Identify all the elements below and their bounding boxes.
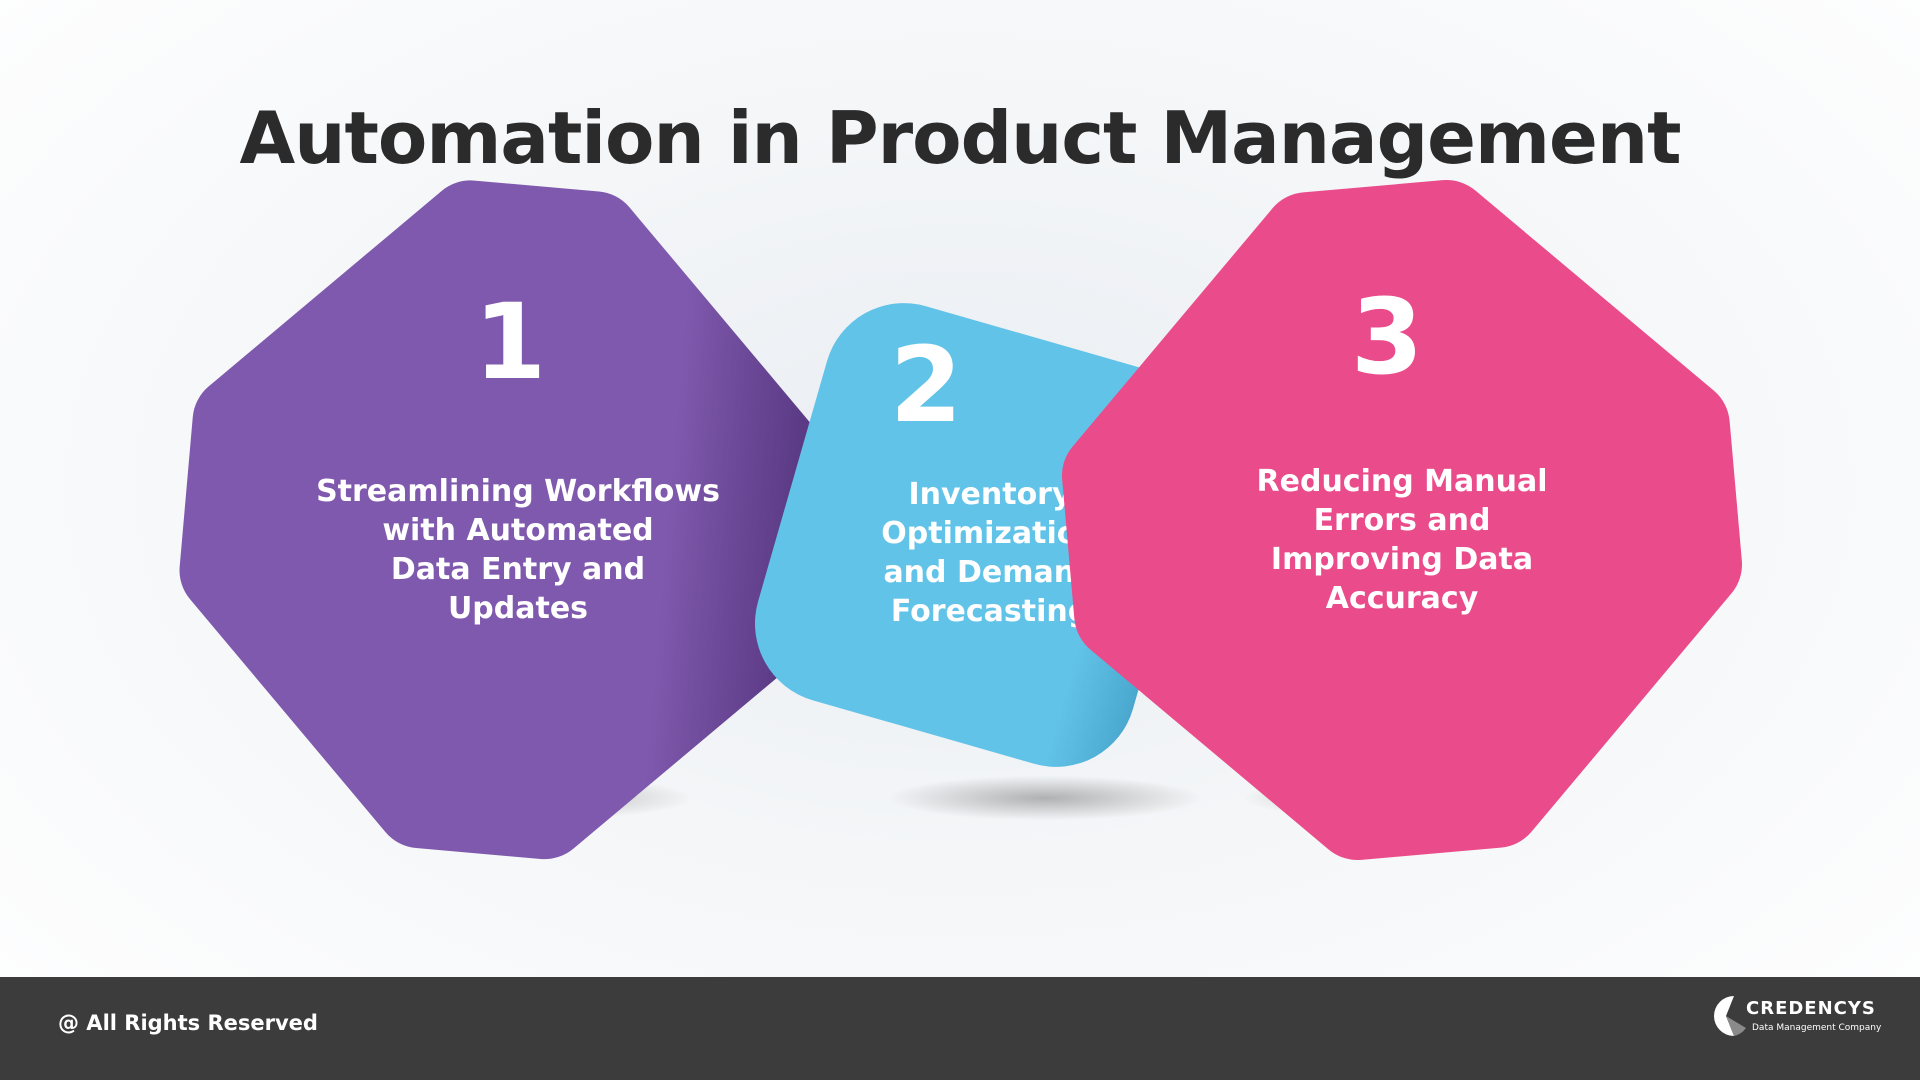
card-2-shadow [890,776,1200,820]
step-3-line-1: Reducing Manual [1256,464,1548,499]
footer-bar: @ All Rights Reserved CREDENCYS Data Man… [0,977,1920,1080]
step-card-1: 1 Streamlining Workflows with Automated … [179,180,841,860]
step-2-number: 2 [889,324,963,446]
step-1-text: Streamlining Workflows with Automated Da… [238,472,798,628]
step-3-number: 3 [1350,276,1424,398]
step-3-text: Reducing Manual Errors and Improving Dat… [1112,462,1692,618]
step-2-line-1: Inventory [908,477,1072,512]
logo-tagline: Data Management Company [1752,1023,1882,1033]
step-3-line-4: Accuracy [1325,581,1479,616]
step-card-1-shape [179,180,841,860]
step-1-number: 1 [473,281,547,403]
footer-rights-text: @ All Rights Reserved [58,1011,318,1035]
page-title: Automation in Product Management [239,96,1681,180]
step-1-line-3: Data Entry and [390,552,646,587]
credencys-logo-icon [1714,996,1746,1036]
step-2-line-3: and Demand [883,555,1097,590]
step-2-line-2: Optimization [881,516,1099,551]
step-card-3-path [1062,180,1742,860]
step-3-line-3: Improving Data [1270,542,1534,577]
logo-name: CREDENCYS [1746,998,1876,1019]
step-2-text: Inventory Optimization and Demand Foreca… [750,475,1230,631]
step-3-line-2: Errors and [1313,503,1491,538]
step-1-line-2: with Automated [382,513,654,548]
step-card-3: 3 Reducing Manual Errors and Improving D… [1062,180,1742,860]
step-2-line-4: Forecasting [890,594,1090,629]
step-card-1-path [179,180,841,860]
step-1-line-1: Streamlining Workflows [316,474,720,509]
step-card-3-shape [1062,180,1742,860]
credencys-logo: CREDENCYS Data Management Company [1706,992,1886,1062]
step-1-line-4: Updates [447,591,589,626]
